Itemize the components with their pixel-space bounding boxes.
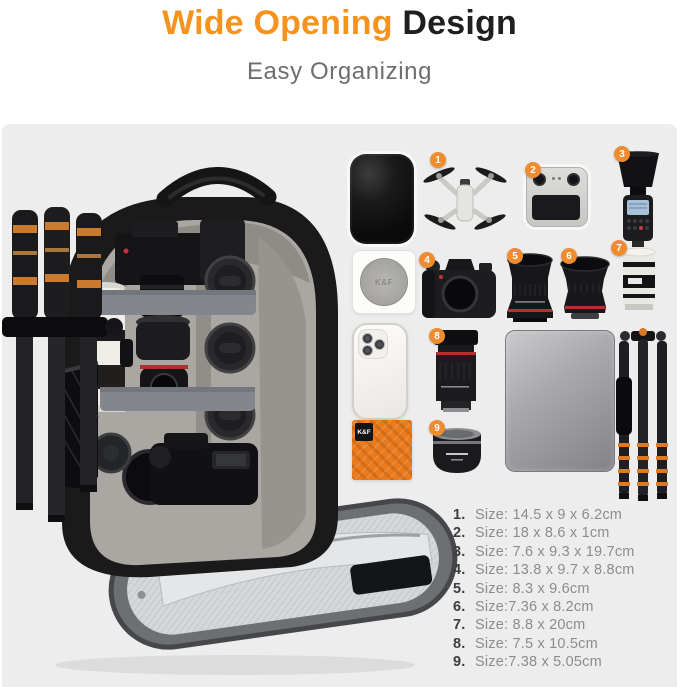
- page-title-accent: Wide Opening: [162, 4, 393, 42]
- size-num: 5.: [453, 580, 466, 597]
- size-row-1: 1. Size: 14.5 x 9 x 6.2cm: [453, 506, 635, 524]
- backpack-photo: [2, 167, 458, 675]
- product-power-bank: [350, 154, 414, 244]
- size-num: 7.: [453, 617, 466, 634]
- size-text: Size:7.38 x 5.05cm: [475, 654, 602, 671]
- product-macro-lens: [434, 330, 478, 412]
- product-travel-tripod: [616, 328, 668, 501]
- photo-panel: K&F: [2, 124, 677, 687]
- size-text: Size: 13.8 x 9.7 x 8.8cm: [475, 562, 635, 579]
- size-text: Size: 14.5 x 9 x 6.2cm: [475, 507, 623, 523]
- product-camera-body: [422, 259, 496, 318]
- size-text: Size: 8.3 x 9.6cm: [475, 580, 590, 597]
- size-row-3: 3. Size: 7.6 x 9.3 x 19.7cm: [453, 543, 635, 561]
- size-row-8: 8. Size: 7.5 x 10.5cm: [453, 635, 635, 653]
- product-flash: [617, 151, 659, 247]
- page-title-rest: Design: [392, 4, 517, 42]
- size-num: 3.: [453, 543, 466, 560]
- size-text: Size: 7.6 x 9.3 x 19.7cm: [475, 543, 635, 560]
- badge-9: 9: [429, 420, 445, 436]
- size-num: 6.: [453, 599, 466, 616]
- side-tripod: [2, 207, 123, 522]
- size-text: Size: 18 x 8.6 x 1cm: [475, 525, 610, 542]
- cloth-brand-mark: K&F: [355, 423, 373, 441]
- size-row-2: 2. Size: 18 x 8.6 x 1cm: [453, 524, 635, 542]
- badge-8: 8: [429, 328, 445, 344]
- size-num: 4.: [453, 562, 466, 579]
- badge-4: 4: [419, 252, 435, 268]
- size-num: 8.: [453, 635, 466, 652]
- size-list: 1. Size: 14.5 x 9 x 6.2cm 2. Size: 18 x 8.…: [453, 506, 635, 672]
- size-text: Size: 8.8 x 20cm: [475, 617, 586, 634]
- product-telephoto-lens: [622, 247, 656, 310]
- product-magnetic-filter: K&F: [352, 250, 416, 314]
- product-drone: [423, 167, 507, 230]
- product-wide-angle-lens: [507, 253, 553, 322]
- badge-6: 6: [561, 248, 577, 264]
- product-smartphone: [352, 323, 408, 420]
- badge-1: 1: [430, 152, 446, 168]
- size-row-7: 7. Size: 8.8 x 20cm: [453, 616, 635, 634]
- product-tablet: [505, 330, 615, 472]
- badge-7: 7: [611, 240, 627, 256]
- divider-straps: [96, 290, 256, 411]
- product-prime-lens: [433, 428, 481, 473]
- size-num: 1.: [453, 507, 466, 523]
- page-subtitle: Easy Organizing: [246, 58, 433, 85]
- size-num: 9.: [453, 654, 466, 671]
- badge-3: 3: [614, 146, 630, 162]
- size-num: 2.: [453, 525, 466, 542]
- filter-brand-mark: K&F: [360, 258, 408, 306]
- packed-capped-lenses: [204, 255, 256, 441]
- badge-2: 2: [525, 162, 541, 178]
- size-row-9: 9. Size:7.38 x 5.05cm: [453, 653, 635, 671]
- badge-5: 5: [507, 248, 523, 264]
- size-text: Size: 7.5 x 10.5cm: [475, 635, 598, 652]
- size-text: Size:7.36 x 8.2cm: [475, 599, 594, 616]
- size-row-6: 6. Size:7.36 x 8.2cm: [453, 598, 635, 616]
- packed-dslr: [90, 432, 258, 505]
- page-title: Wide Opening Design: [0, 4, 679, 43]
- size-row-5: 5. Size: 8.3 x 9.6cm: [453, 580, 635, 598]
- size-row-4: 4. Size: 13.8 x 9.7 x 8.8cm: [453, 561, 635, 579]
- product-zoom-lens: [560, 256, 610, 319]
- product-cleaning-cloth: K&F: [352, 420, 412, 480]
